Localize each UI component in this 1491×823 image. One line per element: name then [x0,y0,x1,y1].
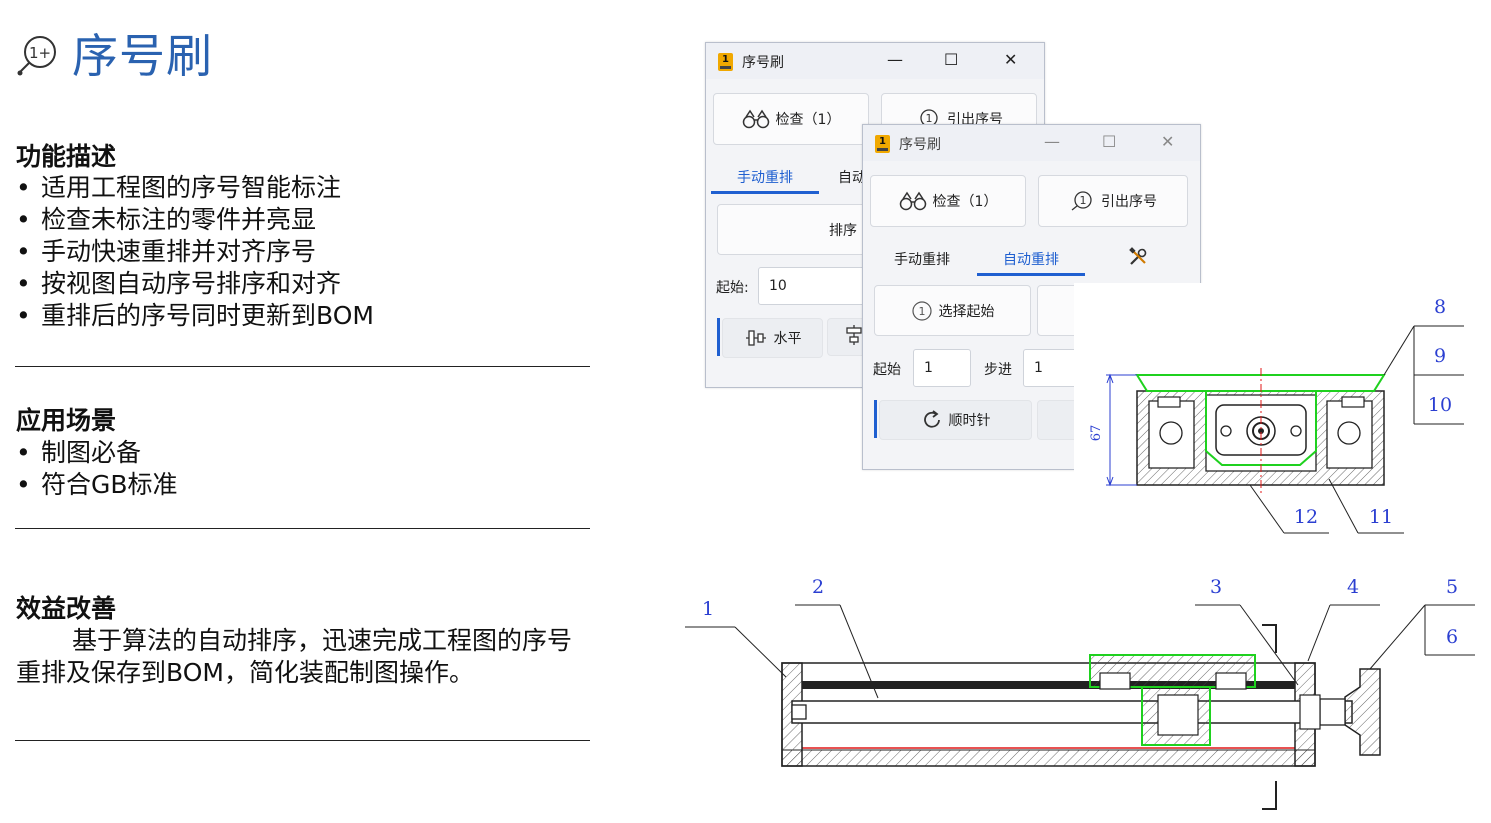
dimension-label: 67 [1089,425,1104,442]
balloon-number-icon: 1+ [17,36,56,76]
clockwise-button[interactable]: 顺时针 [879,400,1032,440]
features-heading: 功能描述 [16,142,117,171]
balloon-number: 4 [1347,576,1359,598]
benefits-heading: 效益改善 [16,594,117,623]
balloon-number: 12 [1294,506,1318,528]
list-item: 重排后的序号同时更新到BOM [14,300,374,332]
title-icon-text: 1+ [29,44,51,62]
maximize-icon[interactable]: ☐ [944,50,959,69]
clockwise-label: 顺时针 [948,413,991,429]
balloon-icon: 1 [911,300,933,322]
align-horizontal-icon [744,326,768,350]
tab-manual-reorder[interactable]: 手动重排 [737,170,793,186]
lead-balloon-label: 引出序号 [1101,194,1157,210]
list-item: 按视图自动序号排序和对齐 [14,268,374,300]
align-vertical-icon [842,323,866,351]
select-start-label: 选择起始 [938,303,995,320]
divider [15,528,590,529]
balloon-number: 9 [1434,345,1446,367]
assembly-section-drawing: 1 2 3 4 5 6 [685,576,1475,810]
section-view-drawing: 67 8 9 10 12 11 [1074,283,1479,545]
minimize-icon[interactable]: — [887,50,903,69]
divider [15,740,590,741]
accent-bar [717,318,720,356]
binoculars-icon [899,191,927,211]
balloon-number: 11 [1369,506,1393,528]
title-bar[interactable]: 1 序号刷 — ☐ ✕ [863,125,1200,161]
minimize-icon[interactable]: — [1044,132,1060,151]
balloon-number: 8 [1434,296,1446,318]
list-item: 符合GB标准 [14,469,178,501]
check-button[interactable]: 检查（1） [870,175,1026,227]
tab-auto-reorder[interactable]: 自动 [838,170,866,186]
start-label: 起始: [716,280,749,296]
close-icon[interactable]: ✕ [1004,50,1018,69]
balloon-number: 5 [1446,576,1458,598]
start-input[interactable]: 10 [758,267,868,305]
title-bar[interactable]: 1 序号刷 — ☐ ✕ [706,43,1044,79]
accent-bar [874,400,877,438]
list-item: 适用工程图的序号智能标注 [14,172,374,204]
scenarios-heading: 应用场景 [16,406,117,435]
app-icon: 1 [718,53,733,71]
balloon-icon-text: 1 [926,112,933,125]
list-item: 手动快速重排并对齐序号 [14,236,374,268]
start-input[interactable]: 1 [913,349,971,387]
maximize-icon[interactable]: ☐ [1102,132,1117,151]
benefits-text: 基于算法的自动排序，迅速完成工程图的序号重排及保存到BOM，简化装配制图操作。 [16,626,573,687]
active-tab-underline [711,191,819,194]
check-button[interactable]: 检查（1） [713,93,869,145]
start-label: 起始 [873,362,901,378]
horizontal-align-button[interactable]: 水平 [722,318,823,358]
check-button-label: 检查（1） [775,112,841,128]
divider [15,366,590,367]
step-input[interactable]: 1 [1023,349,1079,387]
list-item: 制图必备 [14,437,178,469]
horizontal-align-label: 水平 [773,331,802,347]
rotate-clockwise-icon [921,409,943,431]
balloon-number: 2 [812,576,824,598]
step-label: 步进 [984,362,1012,378]
window-title: 序号刷 [899,137,941,153]
balloon-number: 3 [1210,576,1222,598]
app-icon: 1 [875,135,890,153]
binoculars-icon [742,109,770,129]
sort-button-label: 排序 [829,222,857,239]
settings-tools-icon[interactable] [1127,246,1149,272]
active-tab-underline [977,273,1085,276]
tab-manual-reorder[interactable]: 手动重排 [894,252,950,268]
window-title: 序号刷 [742,55,784,71]
check-button-label: 检查（1） [932,194,998,210]
close-icon[interactable]: ✕ [1161,132,1175,151]
lead-balloon-button[interactable]: 1 引出序号 [1038,175,1188,227]
scenarios-list: 制图必备 符合GB标准 [14,437,178,501]
balloon-number: 6 [1446,626,1458,648]
balloon-icon: 1 [1069,190,1095,212]
features-list: 适用工程图的序号智能标注 检查未标注的零件并亮显 手动快速重排并对齐序号 按视图… [14,172,374,332]
list-item: 检查未标注的零件并亮显 [14,204,374,236]
tab-auto-reorder[interactable]: 自动重排 [1003,252,1059,268]
page-title: 序号刷 [72,29,213,83]
select-icon-text: 1 [918,305,925,318]
balloon-number: 10 [1428,394,1452,416]
balloon-icon-text: 1 [1080,194,1087,207]
select-start-button[interactable]: 1 选择起始 [874,285,1031,336]
balloon-number: 1 [702,598,714,620]
